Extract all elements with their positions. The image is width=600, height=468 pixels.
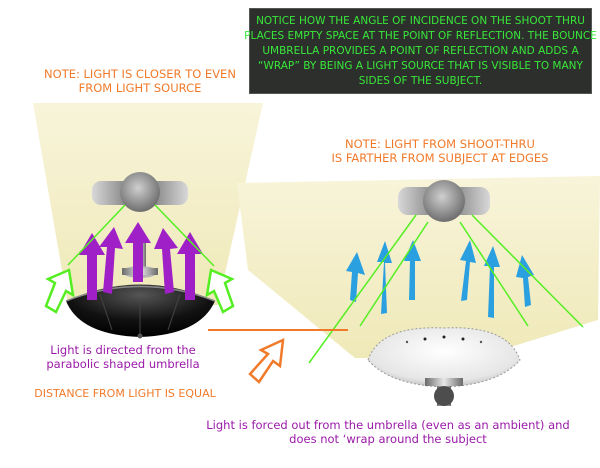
notice-line-5: SIDES OF THE SUBJECT.: [358, 74, 483, 87]
left-caption-line-2: parabolic shaped umbrella: [46, 357, 200, 372]
left-caption: Light is directed from the parabolic sha…: [18, 343, 228, 372]
notice-box: NOTICE HOW THE ANGLE OF INCIDENCE ON THE…: [244, 8, 597, 94]
bottom-caption: Light is forced out from the umbrella (e…: [180, 418, 596, 447]
right-light-beam: [237, 176, 600, 358]
bottom-caption-line-1: Light is forced out from the umbrella (e…: [206, 418, 570, 432]
left-green-lines: [67, 204, 215, 267]
left-note: NOTE: LIGHT IS CLOSER TO EVEN FROM LIGHT…: [20, 67, 260, 96]
left-note-line-1: NOTE: LIGHT IS CLOSER TO EVEN: [44, 67, 236, 81]
right-light-head: [398, 180, 490, 222]
left-purple-arrows: [79, 222, 203, 300]
distance-label: DISTANCE FROM LIGHT IS EQUAL: [34, 387, 216, 400]
notice-line-2: PLACES EMPTY SPACE AT THE POINT OF REFLE…: [244, 29, 597, 42]
notice-line-4: “WRAP” BY BEING A LIGHT SOURCE THAT IS V…: [258, 59, 583, 72]
left-caption-line-1: Light is directed from the: [50, 343, 196, 357]
notice-line-3: UMBRELLA PROVIDES A POINT OF REFLECTION …: [262, 44, 579, 57]
right-light-stem: [425, 378, 463, 406]
orange-outline-arrow: [248, 337, 285, 384]
bottom-caption-line-2: does not ‘wrap around the subject: [289, 432, 487, 447]
notice-line-1: NOTICE HOW THE ANGLE OF INCIDENCE ON THE…: [256, 14, 585, 27]
right-green-lines: [308, 214, 584, 364]
left-green-arrows: [44, 268, 235, 314]
left-note-line-2: FROM LIGHT SOURCE: [78, 81, 202, 96]
right-note-line-1: NOTE: LIGHT FROM SHOOT-THRU: [345, 137, 535, 151]
right-note: NOTE: LIGHT FROM SHOOT-THRU IS FARTHER F…: [316, 137, 564, 166]
right-note-line-2: IS FARTHER FROM SUBJECT AT EDGES: [331, 151, 549, 166]
bounce-umbrella: [65, 284, 216, 339]
shoot-thru-umbrella: [367, 327, 521, 388]
left-light-head: [92, 172, 188, 212]
